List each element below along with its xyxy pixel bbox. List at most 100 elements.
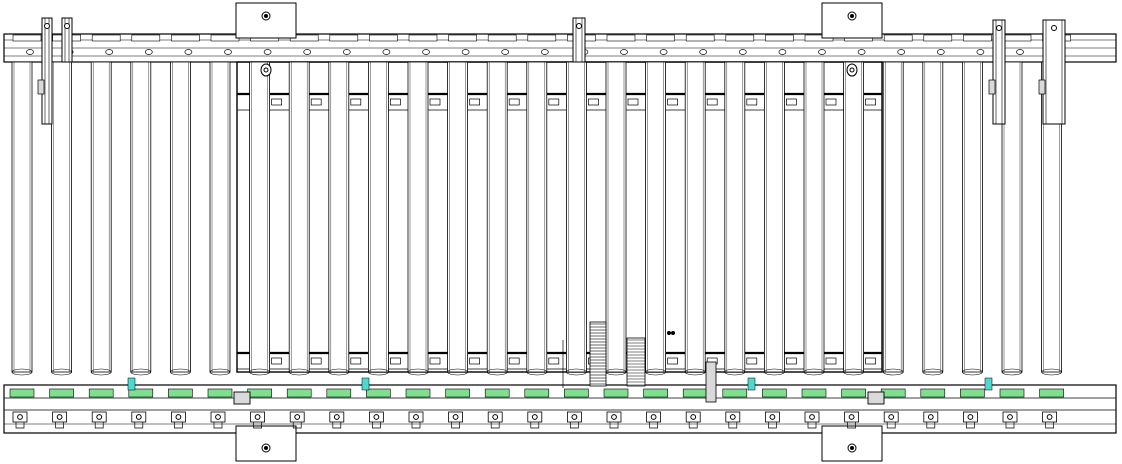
connector-bolt [333, 414, 340, 420]
connector-bolt [17, 414, 23, 420]
panel-body [130, 61, 152, 373]
plate-hole-center [264, 14, 268, 18]
connector-bolt [56, 414, 63, 420]
panel [566, 61, 587, 376]
panel [486, 61, 508, 376]
panel-body [288, 61, 310, 373]
panel [843, 61, 864, 376]
panel [684, 61, 706, 376]
contact-pad [880, 388, 906, 398]
connector-lug [490, 422, 500, 429]
panel-bottom-cap [962, 368, 983, 376]
top-rail-screw [936, 49, 945, 55]
connector-bolt [650, 414, 657, 420]
bottom-unit [682, 388, 708, 429]
bottom-unit [49, 388, 74, 429]
panel [328, 61, 350, 376]
top-rail-screw [699, 49, 708, 55]
panel-body [1001, 61, 1023, 373]
top-rail-clip [210, 34, 240, 42]
panel-body [51, 61, 72, 373]
bottom-unit [326, 388, 352, 429]
bracket-bolt [1051, 25, 1057, 31]
rail-slot [627, 98, 639, 106]
connector-lug [926, 422, 936, 429]
contact-pad [326, 388, 352, 398]
contact-pad [722, 388, 748, 398]
top-rail-clip [1002, 34, 1032, 42]
bottom-mounting-plate [821, 425, 883, 462]
contact-pad [524, 388, 550, 398]
top-rail-clip [765, 34, 794, 42]
bottom-unit [920, 388, 946, 429]
panel-body [645, 61, 666, 373]
top-rail-screw [738, 49, 747, 55]
top-rail-screw [1016, 49, 1024, 55]
panel [724, 61, 746, 376]
top-rail-screw [382, 49, 391, 55]
panel [447, 61, 469, 376]
connector-bolt [690, 414, 697, 420]
panel [605, 61, 627, 376]
connector-bolt [809, 414, 815, 420]
panel [922, 61, 944, 376]
panel-bottom-cap [90, 368, 112, 376]
panel-bottom-cap [1001, 368, 1023, 376]
panel-bottom-cap [764, 368, 785, 376]
contact-pad [128, 388, 154, 398]
connector-bolt [848, 414, 855, 420]
bottom-unit [128, 388, 154, 429]
rail-slot [390, 98, 401, 106]
panel [169, 61, 191, 376]
mounting-plates [235, 2, 883, 462]
contact-pad [49, 388, 74, 398]
top-rail-screw [342, 49, 351, 55]
panel-bottom-cap [526, 368, 548, 376]
bottom-unit [762, 388, 787, 429]
contact-pad [960, 388, 985, 398]
bottom-unit [643, 388, 668, 429]
connector-lug [94, 422, 104, 429]
rail-slot [429, 357, 441, 365]
rail-slot [271, 357, 282, 365]
contact-pad [643, 388, 668, 398]
top-rail-clip [646, 34, 675, 42]
top-rail-clip [171, 34, 200, 42]
rail-slot [508, 357, 520, 365]
panel-body [724, 61, 746, 373]
contact-pad [484, 388, 510, 398]
bottom-unit [88, 388, 114, 429]
panel-bottom-cap [249, 368, 270, 376]
bottom-unit [9, 388, 35, 429]
rail-slot [825, 357, 837, 365]
panel [209, 61, 231, 376]
panel [764, 61, 785, 376]
connector-lug [807, 422, 817, 429]
contact-pad [801, 388, 827, 398]
panel [962, 61, 983, 376]
rail-slot [271, 98, 282, 106]
inner-cabinet-frame [236, 61, 883, 373]
connector-bolt [769, 414, 776, 420]
panel [288, 61, 310, 376]
contact-pad [920, 388, 946, 398]
panel-bottom-cap [209, 368, 231, 376]
detail-dot [667, 331, 671, 335]
panel [11, 61, 33, 376]
connector-lug [1045, 422, 1054, 429]
panel-bottom-cap [51, 368, 72, 376]
plate-hole-center [850, 446, 854, 450]
top-rail-screw [461, 49, 470, 55]
connector-bolt [888, 414, 895, 420]
panel-bottom-cap [843, 368, 864, 376]
panel-bottom-cap [486, 368, 508, 376]
accent-marker [984, 377, 993, 391]
top-rail-screw [818, 49, 826, 55]
ring-inner [263, 67, 269, 73]
top-mounting-plate [821, 2, 883, 39]
contact-pad [9, 388, 35, 398]
top-rail-clip [131, 34, 161, 42]
panel-body [764, 61, 785, 373]
connector-bolt [611, 414, 617, 420]
